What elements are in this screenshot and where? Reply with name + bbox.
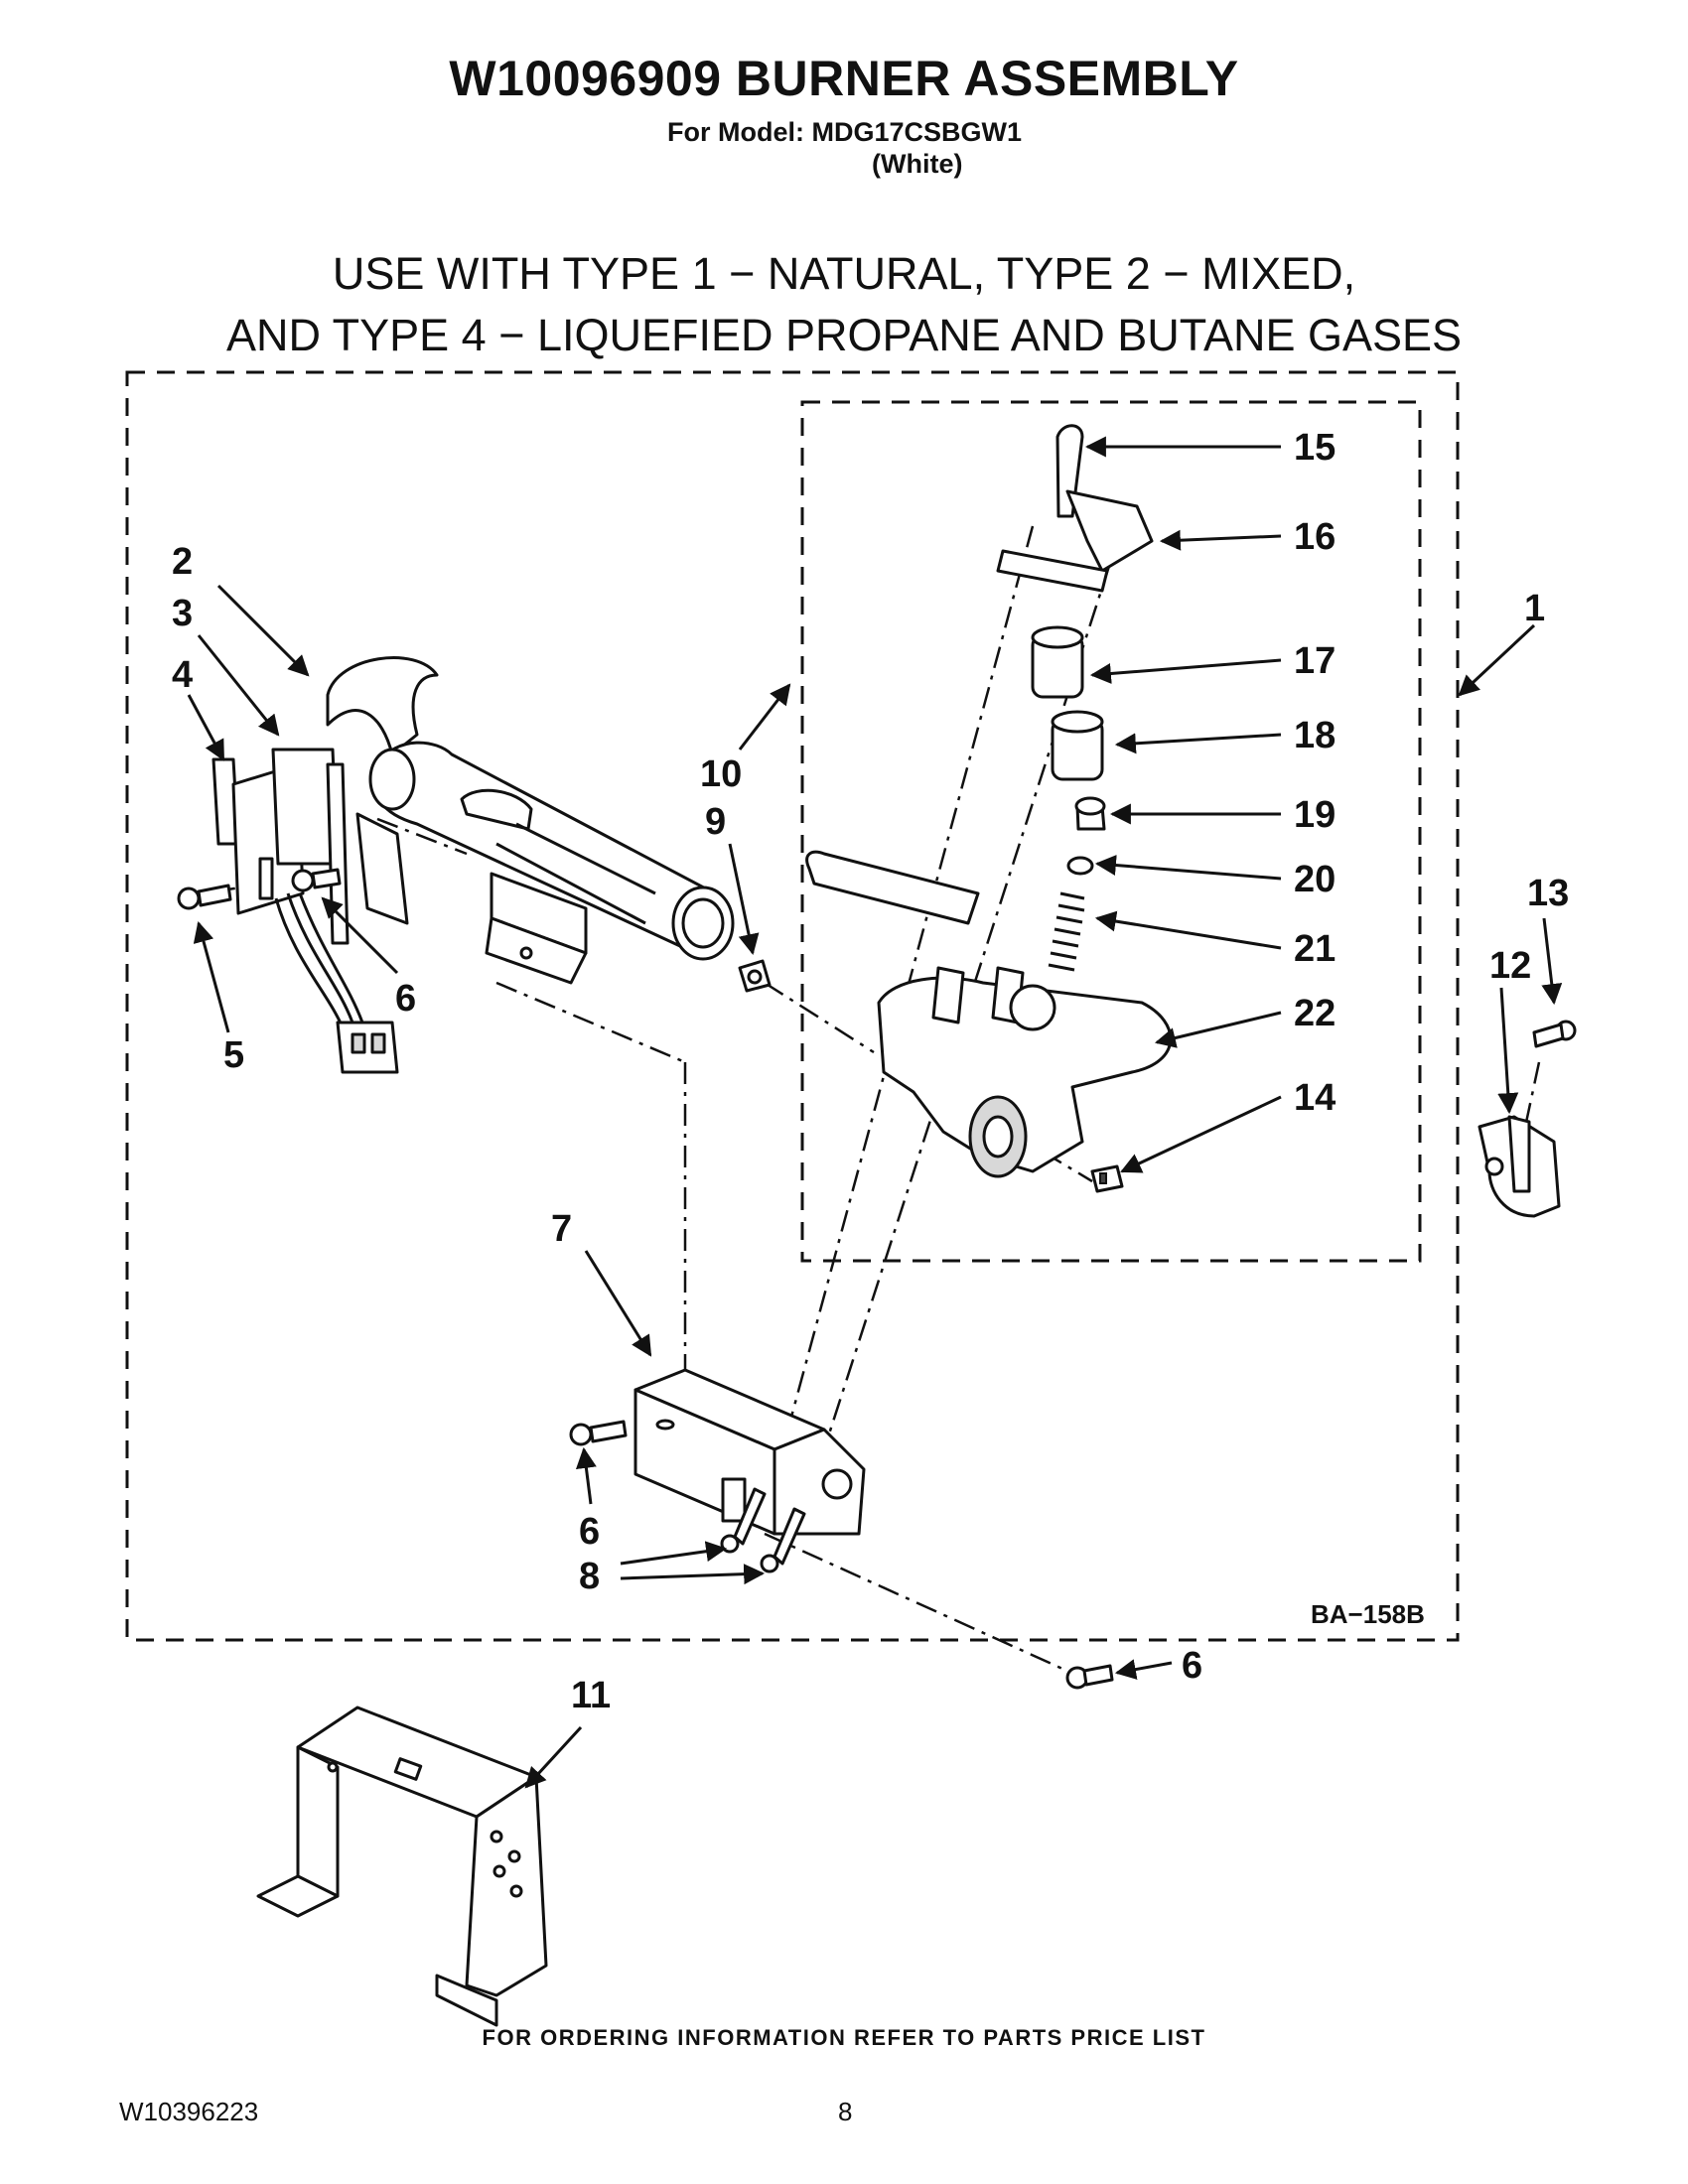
callout-12: 12: [1489, 945, 1531, 987]
screw-6-outside: [1065, 1664, 1114, 1690]
leader-arrows: [187, 436, 1563, 1789]
screw-6-lower: [569, 1420, 628, 1446]
callout-14: 14: [1294, 1077, 1336, 1119]
callout-21: 21: [1294, 928, 1336, 970]
callout-15: 15: [1294, 427, 1336, 469]
document-number: W10396223: [119, 2097, 259, 2126]
clamp: [1477, 1115, 1561, 1218]
callout-labels: 1 2 3 4 5 6 6 6 7 8 9 10 11 12 13 14 15 …: [172, 427, 1569, 1716]
screw-6-upper: [291, 868, 342, 892]
screw-13: [1532, 1020, 1577, 1048]
ordering-note: FOR ORDERING INFORMATION REFER TO PARTS …: [482, 2025, 1206, 2050]
callout-4: 4: [172, 654, 193, 696]
valve-subassembly-boundary: [800, 400, 1422, 1263]
callout-10: 10: [700, 753, 742, 795]
callout-2: 2: [172, 541, 193, 583]
valve-bracket: [633, 1368, 866, 1536]
model-color: (White): [872, 149, 963, 179]
assembly-boundary: [125, 370, 1460, 1642]
callout-1: 1: [1524, 588, 1545, 629]
callout-8: 8: [579, 1556, 600, 1597]
burner-tube: [326, 656, 735, 985]
orifice: [738, 959, 772, 993]
callout-6-upper: 6: [395, 978, 416, 1020]
gas-types-line-2: AND TYPE 4 − LIQUEFIED PROPANE AND BUTAN…: [225, 310, 1463, 360]
callout-22: 22: [1294, 993, 1336, 1034]
callout-19: 19: [1294, 794, 1336, 836]
mounting-bracket: [256, 1706, 548, 2027]
igniter-bracket: [211, 748, 409, 1074]
callout-11: 11: [571, 1675, 611, 1716]
callout-5: 5: [223, 1034, 244, 1076]
callout-6-lower: 6: [579, 1511, 600, 1553]
model-line: For Model: MDG17CSBGW1: [667, 117, 1023, 147]
callout-9: 9: [705, 801, 726, 843]
page-number: 8: [838, 2097, 853, 2126]
callout-6-outside: 6: [1182, 1645, 1202, 1687]
diagram-reference-code: BA−158B: [1311, 1599, 1425, 1629]
screw-5: [177, 884, 232, 910]
callout-16: 16: [1294, 516, 1336, 558]
gas-types-line-1: USE WITH TYPE 1 − NATURAL, TYPE 2 − MIXE…: [332, 248, 1356, 299]
callout-3: 3: [172, 593, 193, 634]
callout-17: 17: [1294, 640, 1336, 682]
callout-7: 7: [551, 1208, 572, 1250]
gas-valve: [805, 424, 1173, 1193]
callout-13: 13: [1527, 873, 1569, 914]
page-title: W10096909 BURNER ASSEMBLY: [449, 51, 1239, 106]
callout-18: 18: [1294, 715, 1336, 756]
callout-20: 20: [1294, 859, 1336, 900]
